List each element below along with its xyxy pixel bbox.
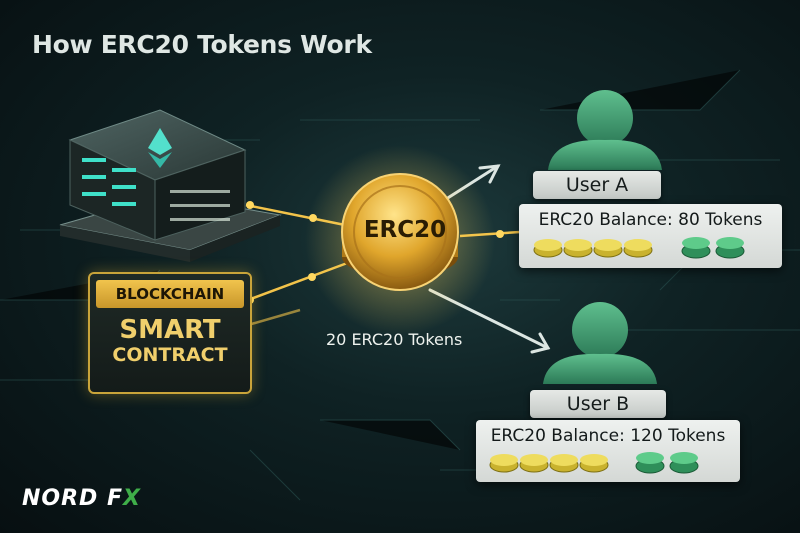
user-icon-b [543, 302, 657, 384]
user-a-balance: ERC20 Balance: 80 Tokens [538, 210, 763, 230]
user-a-balance-card: ERC20 Balance: 80 Tokens [519, 204, 782, 268]
user-icon-a [548, 90, 662, 170]
smart-contract-box: BLOCKCHAIN SMART CONTRACT [88, 272, 252, 394]
server-icon [59, 109, 282, 262]
token-stack-icon-a [533, 237, 745, 259]
transfer-label: 20 ERC20 Tokens [326, 330, 463, 349]
blockchain-label: BLOCKCHAIN [96, 280, 244, 308]
nordfx-logo: NORD FX [22, 486, 141, 511]
erc20-coin [341, 173, 459, 291]
user-b-balance-card: ERC20 Balance: 120 Tokens [476, 420, 740, 482]
user-b-name-pill: User B [530, 390, 666, 418]
coin-label: ERC20 [363, 217, 447, 243]
smart-contract-label: SMART CONTRACT [90, 316, 250, 365]
token-stack-icon-b [489, 452, 699, 474]
ethereum-icon [148, 128, 172, 168]
user-a-name-pill: User A [533, 171, 661, 199]
logo-part-x: X [123, 486, 141, 511]
logo-part-nord: NORD [22, 486, 99, 511]
user-b-balance: ERC20 Balance: 120 Tokens [490, 426, 726, 446]
page-title: How ERC20 Tokens Work [32, 30, 372, 59]
user-b-name: User B [566, 393, 630, 415]
user-a-name: User A [565, 174, 629, 196]
logo-part-f: F [107, 486, 124, 511]
smart-contract-line2: CONTRACT [112, 343, 228, 366]
smart-contract-line1: SMART [119, 315, 221, 345]
